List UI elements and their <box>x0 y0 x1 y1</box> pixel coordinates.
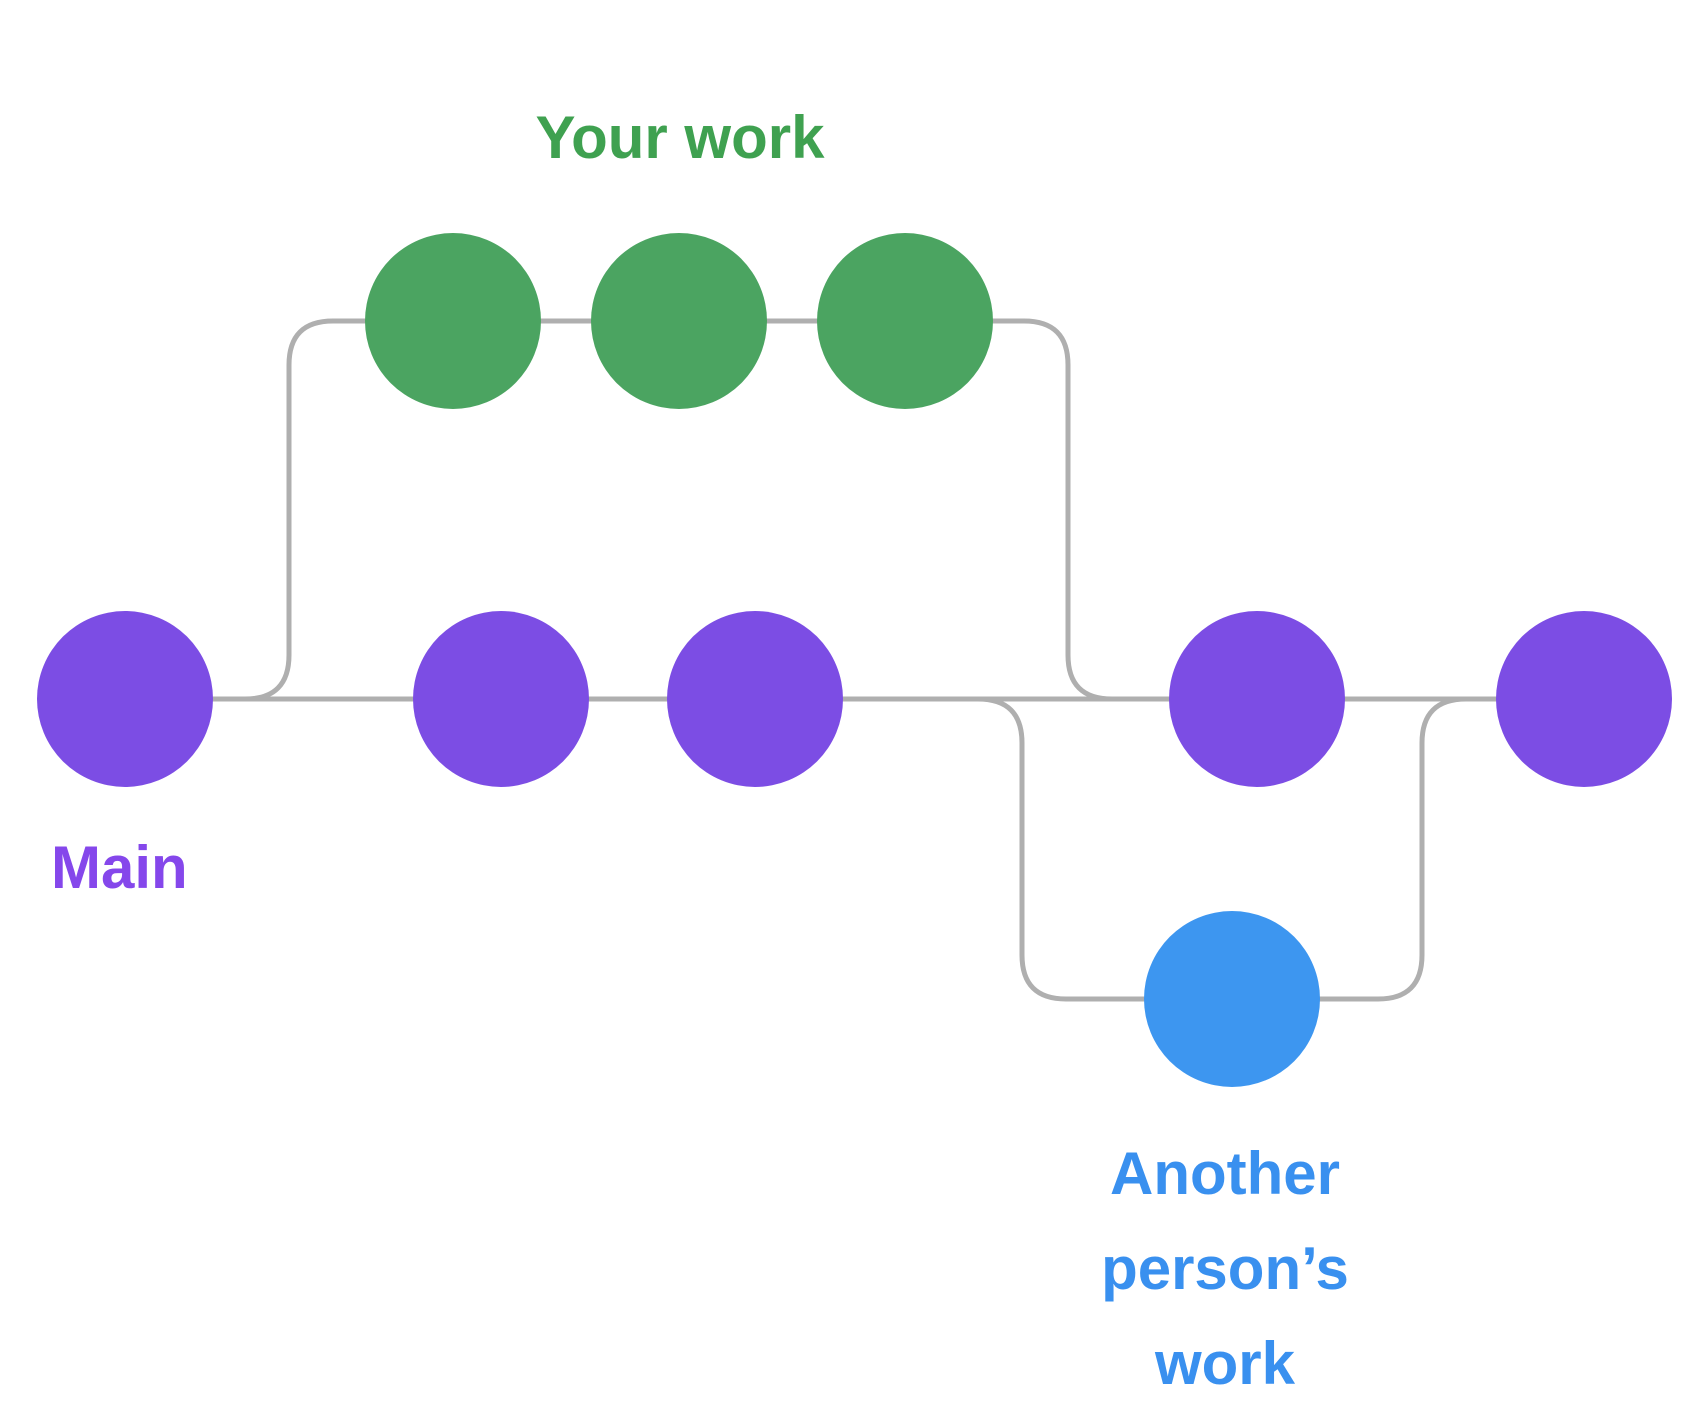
other-work-branch-connector <box>975 696 1503 1002</box>
other-work-label-line2: work <box>1154 1330 1296 1397</box>
commit-main-3 <box>667 611 843 787</box>
commit-your-work-3 <box>817 233 993 409</box>
your-work-branch-connector <box>242 318 1175 702</box>
branch-graph <box>37 233 1672 1087</box>
commit-main-5 <box>1496 611 1672 787</box>
main-label: Main <box>51 834 188 901</box>
commit-other-work-1 <box>1144 911 1320 1087</box>
commit-main-2 <box>413 611 589 787</box>
commit-your-work-1 <box>365 233 541 409</box>
commit-your-work-2 <box>591 233 767 409</box>
other-work-label: Another person’s work <box>985 1126 1466 1411</box>
your-work-label: Your work <box>535 104 825 171</box>
commit-main-4 <box>1169 611 1345 787</box>
other-work-label-line1: Another person’s <box>1101 1140 1349 1302</box>
commit-main-1 <box>37 611 213 787</box>
